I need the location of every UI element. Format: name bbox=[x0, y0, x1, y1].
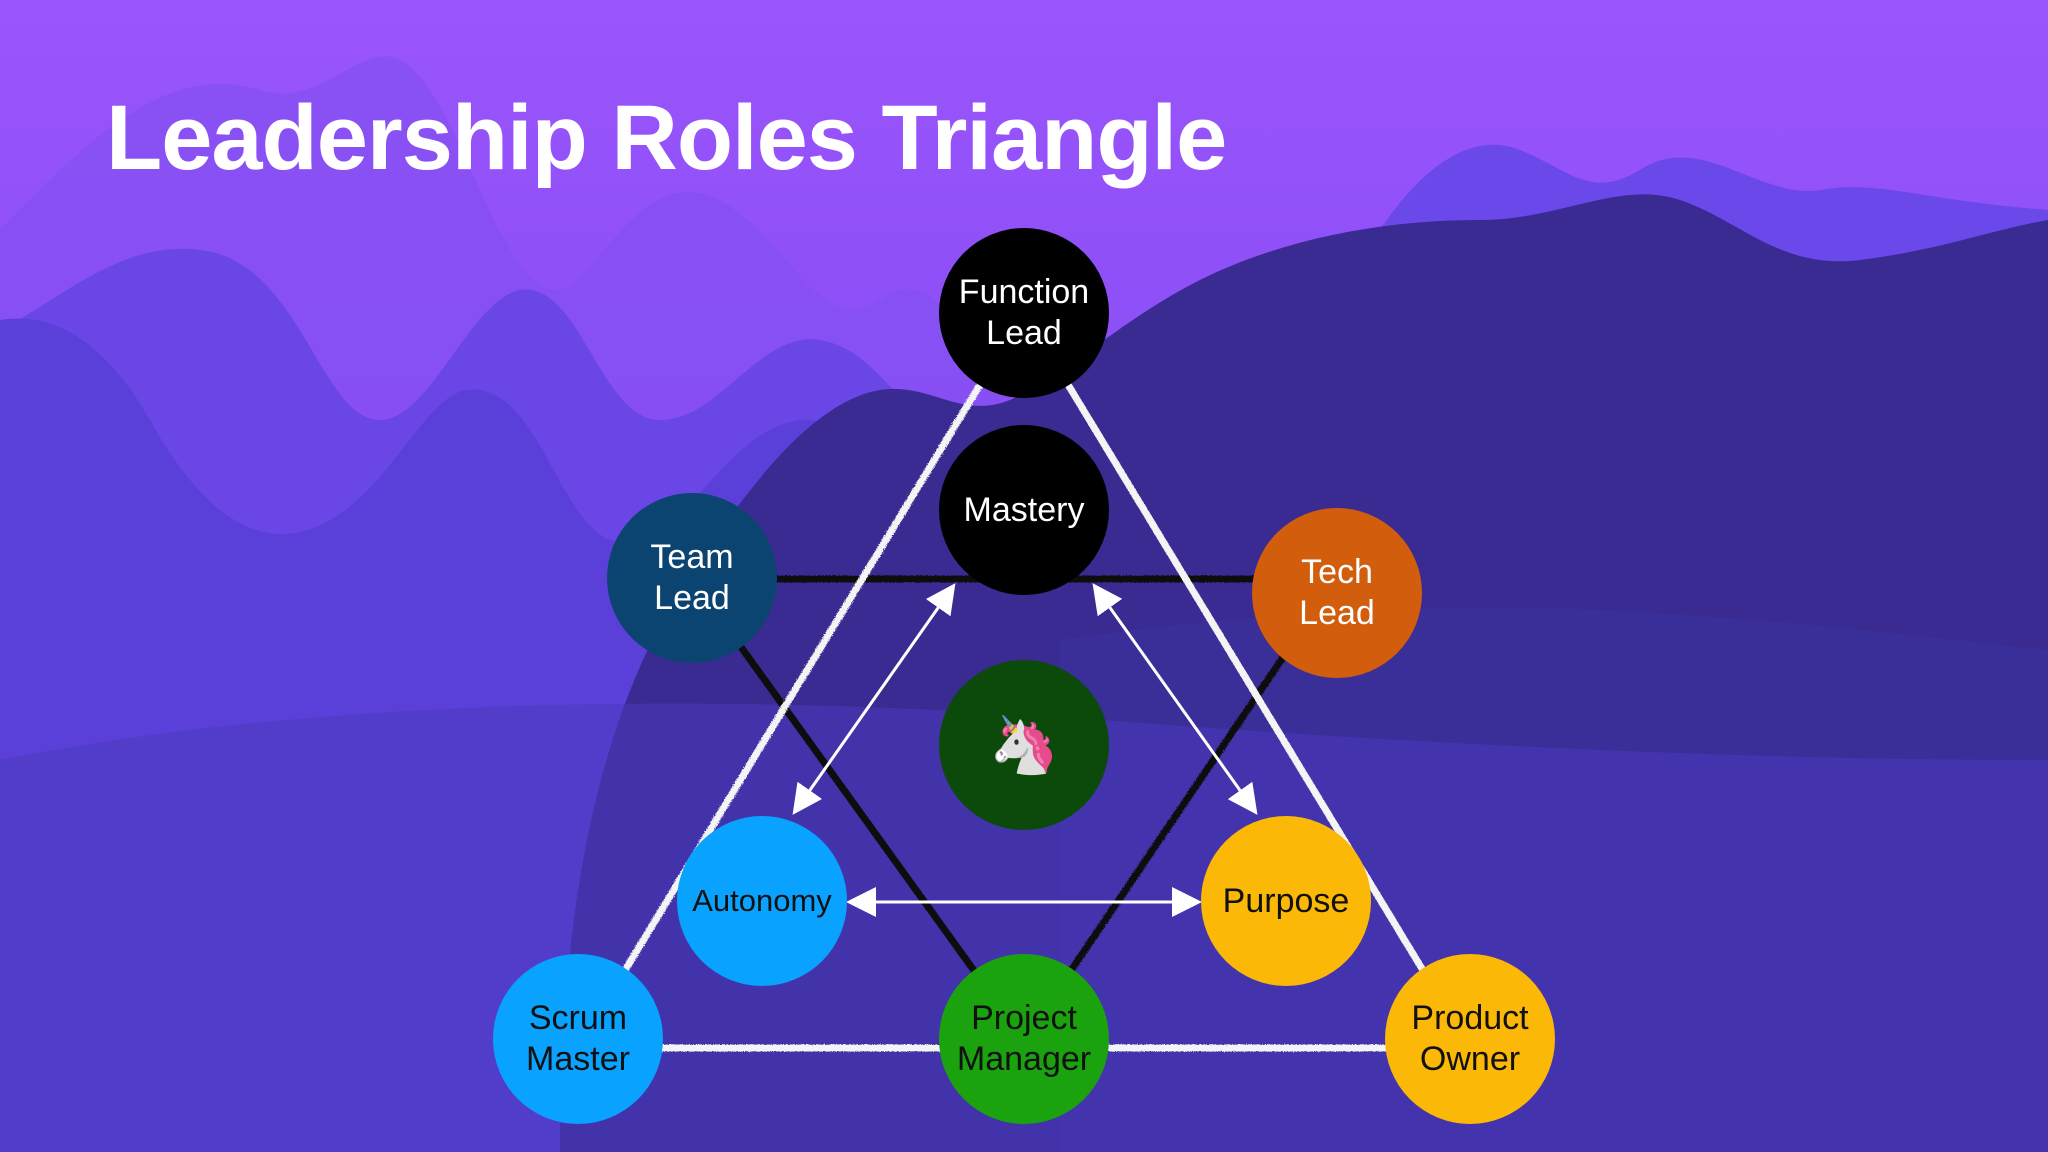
arrows bbox=[792, 583, 1258, 917]
node-tech-lead: Tech Lead bbox=[1252, 508, 1422, 678]
node-label: Scrum Master bbox=[526, 999, 630, 1078]
unicorn-icon: 🦄 bbox=[989, 713, 1059, 776]
node-label: Tech Lead bbox=[1299, 553, 1375, 632]
node-label: Mastery bbox=[963, 490, 1085, 529]
arrow-mastery-purpose bbox=[1092, 583, 1258, 815]
node-label: Function Lead bbox=[958, 273, 1090, 352]
node-purpose: Purpose bbox=[1201, 816, 1371, 986]
node-center: 🦄 bbox=[939, 660, 1109, 830]
node-team-lead: Team Lead bbox=[607, 493, 777, 663]
node-autonomy: Autonomy bbox=[677, 816, 847, 986]
node-label: Purpose bbox=[1222, 881, 1350, 920]
node-label: Project Manager bbox=[956, 999, 1092, 1078]
node-function-lead: Function Lead bbox=[939, 228, 1109, 398]
arrow-mastery-autonomy bbox=[792, 583, 956, 815]
node-scrum-master: Scrum Master bbox=[493, 954, 663, 1124]
node-product-owner: Product Owner bbox=[1385, 954, 1555, 1124]
node-project-manager: Project Manager bbox=[939, 954, 1109, 1124]
slide-title: Leadership Roles Triangle bbox=[106, 87, 1227, 189]
node-mastery: Mastery bbox=[939, 425, 1109, 595]
node-label: Team Lead bbox=[650, 538, 734, 617]
node-label: Autonomy bbox=[692, 883, 832, 919]
node-label: Product Owner bbox=[1411, 999, 1529, 1078]
